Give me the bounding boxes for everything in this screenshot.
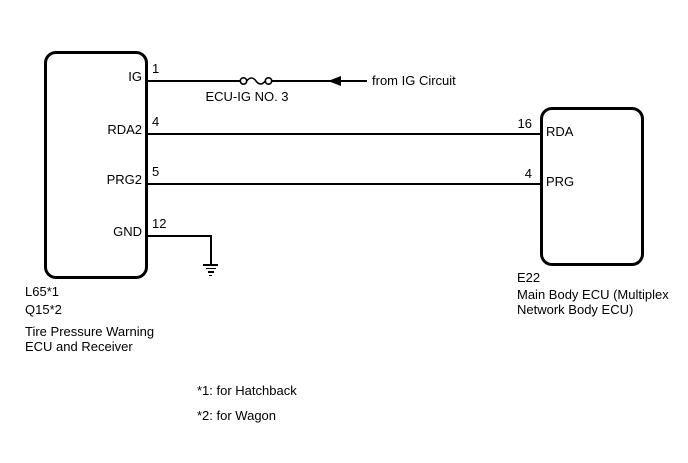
pin-number-rda2: 4 — [152, 114, 160, 129]
ground-icon — [196, 263, 226, 279]
pin-number-prg2: 5 — [152, 164, 160, 179]
footnote-hatchback: *1: for Hatchback — [197, 383, 297, 398]
pin-number-ig: 1 — [152, 61, 160, 76]
left-connector-name-line1: Tire Pressure Warning — [25, 324, 155, 339]
ig-wire-right-segment — [270, 79, 367, 83]
arrow-left-icon — [328, 76, 341, 86]
gnd-wire-vertical — [210, 235, 212, 265]
pin-label-rda2: RDA2 — [107, 122, 142, 137]
pin-label-ig: IG — [128, 69, 142, 84]
pin-number-gnd: 12 — [152, 216, 167, 231]
pin-label-prg: PRG — [546, 174, 575, 189]
ig-source-label: from IG Circuit — [372, 73, 456, 88]
pin-number-prg: 4 — [524, 166, 532, 181]
rda-wire — [148, 133, 540, 135]
gnd-wire-horizontal — [148, 235, 212, 237]
pin-number-rda: 16 — [517, 116, 532, 131]
pin-label-gnd: GND — [113, 224, 142, 239]
right-connector-name-line2: Network Body ECU) — [517, 302, 634, 317]
fuse-icon — [239, 77, 273, 86]
pin-label-rda: RDA — [546, 124, 574, 139]
left-connector-code-hatchback: L65*1 — [25, 284, 59, 299]
left-connector-box — [44, 51, 148, 279]
fuse-label: ECU-IG NO. 3 — [205, 89, 289, 104]
right-connector-name-line1: Main Body ECU (Multiplex — [517, 287, 669, 302]
right-connector-box — [540, 107, 644, 266]
ig-wire-left-segment — [148, 79, 240, 83]
right-connector-code: E22 — [517, 270, 541, 285]
footnote-wagon: *2: for Wagon — [197, 408, 277, 423]
left-connector-code-wagon: Q15*2 — [25, 302, 62, 317]
prg-wire — [148, 183, 540, 185]
pin-label-prg2: PRG2 — [106, 172, 142, 187]
left-connector-name-line2: ECU and Receiver — [25, 339, 133, 354]
